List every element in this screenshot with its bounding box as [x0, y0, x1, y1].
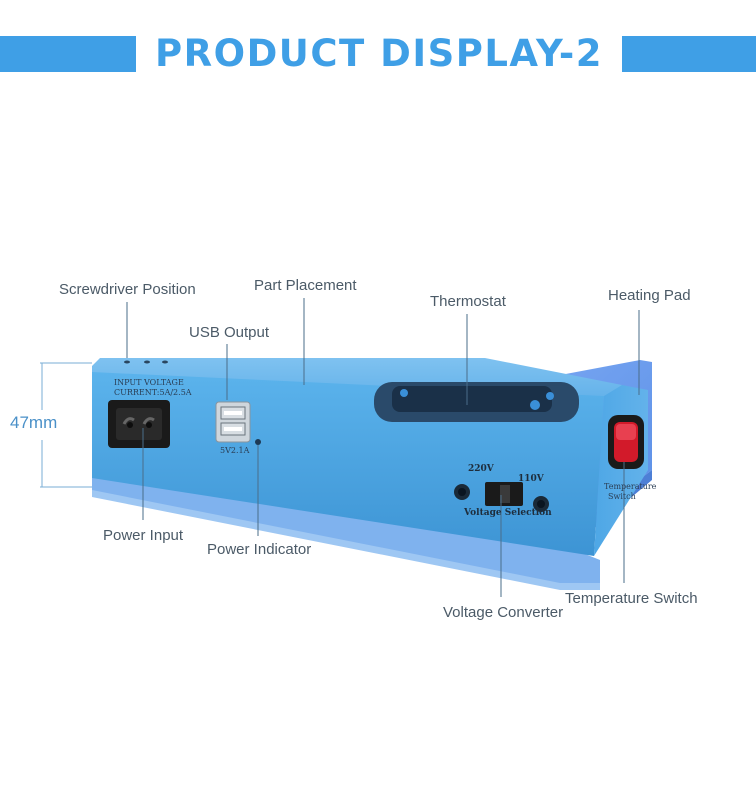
voltage-220-text: 220V: [468, 464, 494, 474]
switch-label-line2: Switch: [608, 492, 636, 501]
base-plate: [92, 476, 600, 585]
dimension-marker: [40, 362, 92, 488]
label-power-indicator: Power Indicator: [207, 541, 312, 558]
label-thermostat: Thermostat: [430, 293, 506, 310]
banner-title: PRODUCT DISPLAY-2: [155, 32, 603, 75]
banner-bar-left: [0, 36, 136, 72]
label-usb-output: USB Output: [189, 324, 270, 341]
current-rating-text: CURRENT:5A/2.5A: [114, 388, 192, 397]
label-screwdriver-position: Screwdriver Position: [59, 281, 196, 298]
label-part-placement: Part Placement: [254, 277, 357, 294]
label-temperature-switch: Temperature Switch: [565, 590, 698, 607]
thermostat-display[interactable]: [374, 382, 579, 422]
voltage-converter[interactable]: [454, 482, 549, 512]
title-banner: PRODUCT DISPLAY-2: [0, 22, 756, 86]
input-voltage-text: INPUT VOLTAGE: [114, 378, 184, 387]
usb-output[interactable]: [215, 401, 251, 443]
label-heating-pad: Heating Pad: [608, 287, 691, 304]
usb-rating-text: 5V2.1A: [220, 446, 250, 455]
screwdriver-holes: [124, 360, 168, 364]
power-input-socket[interactable]: [108, 400, 170, 448]
label-voltage-converter: Voltage Converter: [443, 604, 564, 621]
label-power-input: Power Input: [103, 527, 184, 544]
voltage-selection-text: Voltage Selection: [464, 508, 552, 518]
voltage-110-text: 110V: [518, 474, 544, 484]
height-dimension-label: 47mm: [10, 413, 58, 432]
temperature-switch[interactable]: [608, 415, 644, 469]
leader-lines: [126, 298, 640, 597]
banner-bar-right: [622, 36, 756, 72]
switch-label-line1: Temperature: [604, 482, 657, 491]
power-indicator-led: [255, 439, 261, 445]
